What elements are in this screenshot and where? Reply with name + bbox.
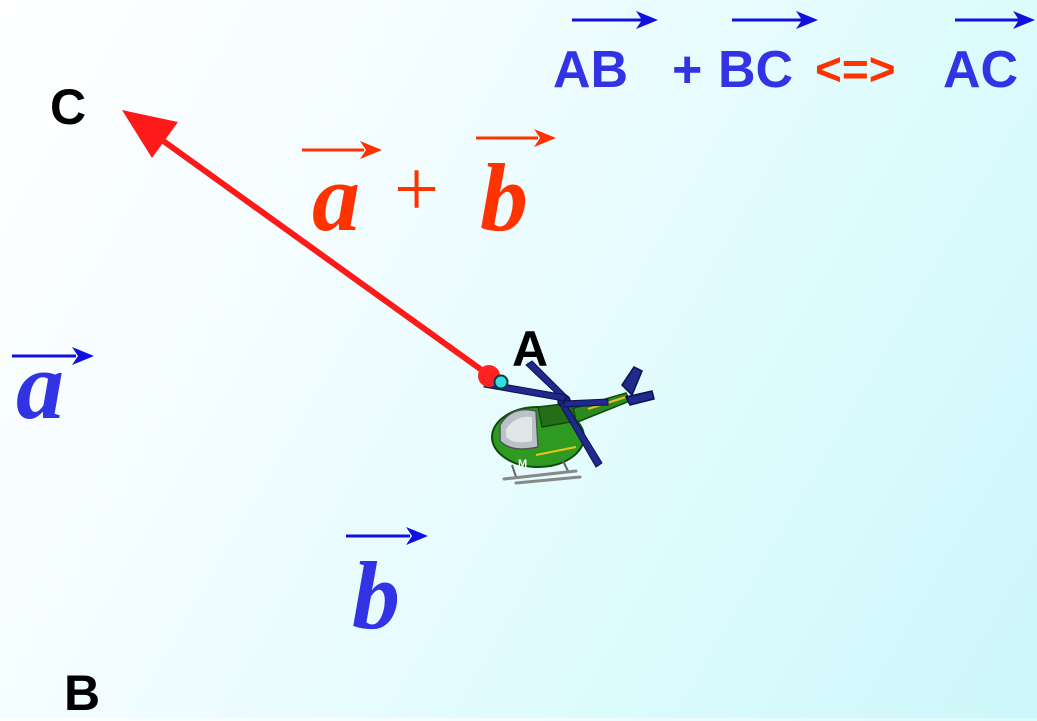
point-a-marker [478,365,509,390]
sum-vector-b: b [480,144,528,251]
equation-term-ab: AB [553,41,629,99]
svg-text:M: M [518,458,527,470]
vector-a-label: a [16,332,64,439]
equation-arrow-bc [732,11,818,29]
equation-equivalence: <=> [815,43,896,95]
point-label-b: B [64,665,101,721]
vector-b-arrow [346,527,428,545]
vector-b-label: b [352,542,400,649]
sum-vector-b-arrow [476,129,556,147]
sum-vector-a: a [312,144,360,251]
equation-arrow-ac [955,11,1035,29]
point-label-c: C [50,79,87,135]
sum-plus-sign: + [394,146,440,234]
equation-plus: + [672,41,703,99]
vector-a-arrow [12,347,94,365]
equation-term-bc: BC [718,41,794,99]
equation-term-ac: AC [943,41,1019,99]
sum-vector-a-arrow [302,141,382,159]
equation-arrow-ab [572,11,658,29]
helicopter-icon: M [483,360,655,485]
